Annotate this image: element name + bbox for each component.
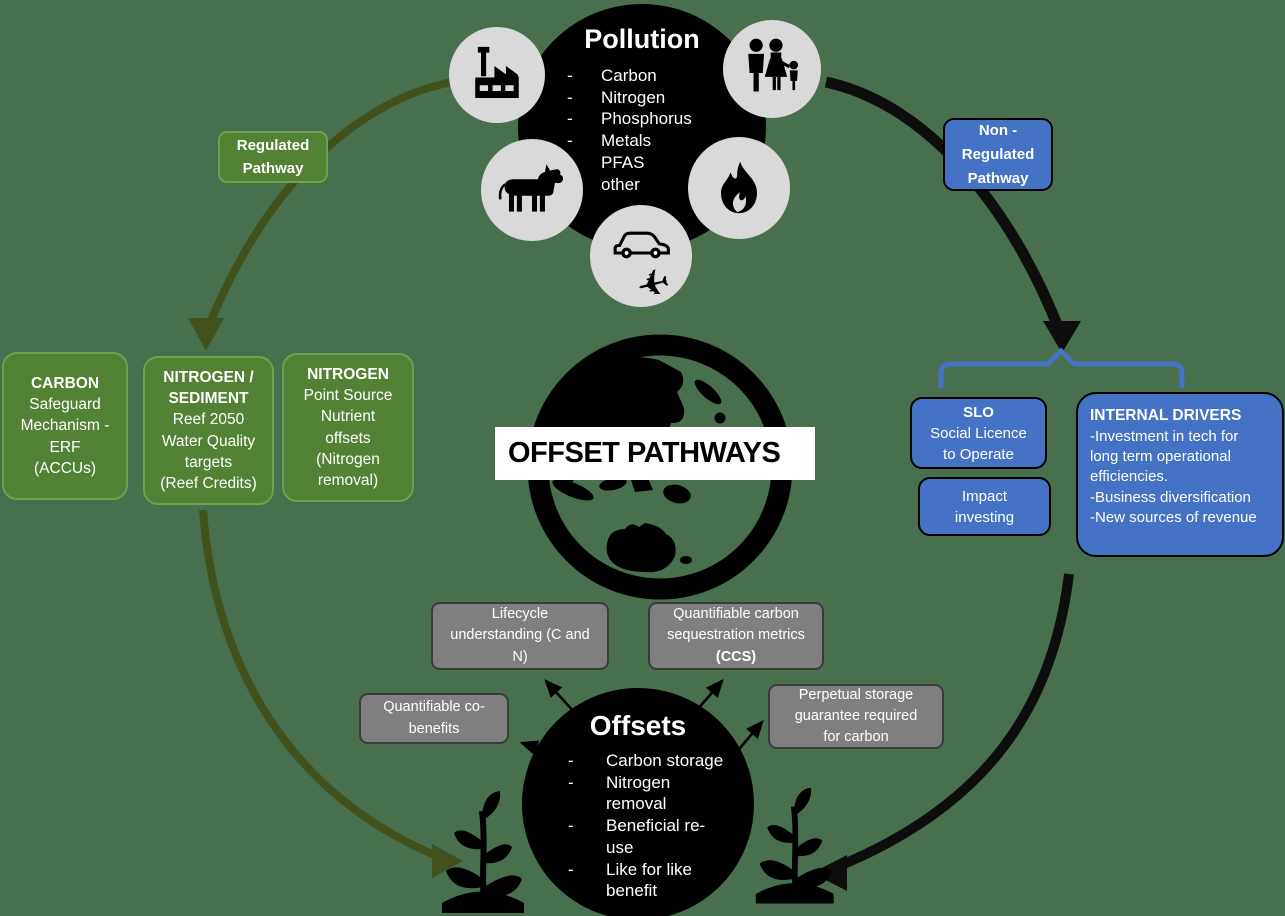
driver-line: -New sources of revenue	[1090, 508, 1257, 526]
list-item: other	[601, 174, 640, 194]
nitrogen-point-source-box: NITROGEN Point Source Nutrient offsets (…	[282, 353, 414, 502]
box-title: NITROGEN / SEDIMENT	[163, 369, 254, 408]
pollution-list: - Carbon - Nitrogen - Phosphorus - Metal…	[518, 65, 766, 195]
box-title: NITROGEN	[307, 366, 389, 384]
box-body: Social Licence to Operate	[930, 424, 1027, 463]
car-plane-icon: ✈	[613, 231, 675, 294]
box-title: INTERNAL DRIVERS	[1090, 407, 1242, 424]
internal-drivers-box: INTERNAL DRIVERS -Investment in tech for…	[1076, 392, 1284, 557]
slo-box: SLO Social Licence to Operate	[910, 397, 1047, 469]
factory-source-circle	[449, 27, 545, 123]
box-body: Reef 2050 Water Quality targets (Reef Cr…	[160, 411, 257, 492]
perpetual-storage-box: Perpetual storage guarantee required for…	[768, 684, 944, 749]
box-body: Point Source Nutrient offsets (Nitrogen …	[303, 387, 393, 489]
list-item: - Carbon	[567, 66, 657, 85]
factory-icon	[475, 46, 519, 99]
offsets-circle: Offsets - Carbon storage - Nitrogen remo…	[522, 688, 754, 916]
list-item: - Like for like benefit	[568, 859, 692, 901]
list-item: - Nitrogen	[567, 87, 666, 107]
flame-icon	[721, 161, 757, 214]
list-item: - Phosphorus	[567, 109, 692, 129]
list-item: - Metals	[567, 131, 652, 151]
offsets-list: - Carbon storage - Nitrogen removal - Be…	[522, 750, 754, 902]
non-regulated-bracket	[938, 347, 1185, 389]
nitrogen-sediment-box: NITROGEN / SEDIMENT Reef 2050 Water Qual…	[143, 356, 274, 505]
family-icon	[748, 38, 799, 92]
lifecycle-understanding-box: Lifecycle understanding (C and N)	[431, 602, 609, 670]
pollution-title: Pollution	[584, 24, 700, 54]
box-body-bold: (CCS)	[715, 648, 757, 665]
regulated-pathway-badge: Regulated Pathway	[218, 131, 328, 183]
list-item: PFAS	[601, 152, 645, 172]
non-regulated-pathway-badge: Non - Regulated Pathway	[943, 118, 1053, 191]
impact-investing-box: Impact investing	[918, 477, 1051, 536]
cow-source-circle	[481, 139, 583, 241]
cow-icon	[498, 164, 564, 212]
seedling-icon	[756, 788, 834, 904]
driver-line: -Investment in tech for long term operat…	[1090, 427, 1239, 486]
box-body: Quantifiable carbon sequestration metric…	[667, 606, 805, 644]
transport-source-circle: ✈	[590, 205, 692, 307]
carbon-sequestration-metrics-box: Quantifiable carbon sequestration metric…	[648, 602, 824, 670]
list-item: - Beneficial re- use	[568, 816, 706, 857]
box-title: SLO	[963, 403, 994, 421]
driver-line: -Business diversification	[1090, 488, 1251, 506]
list-item: - Carbon storage	[568, 751, 724, 770]
quantifiable-cobenefits-box: Quantifiable co- benefits	[359, 693, 509, 744]
carbon-mechanism-box: CARBON Safeguard Mechanism - ERF (ACCUs)	[2, 352, 128, 500]
box-title: CARBON	[30, 375, 100, 393]
seedling-icon	[442, 791, 524, 913]
list-item: - Nitrogen removal	[568, 772, 671, 814]
offset-pathways-banner: OFFSET PATHWAYS	[495, 427, 815, 480]
box-body: Safeguard Mechanism - ERF (ACCUs)	[20, 396, 110, 477]
family-source-circle	[723, 20, 821, 118]
offsets-title: Offsets	[589, 710, 687, 741]
flame-source-circle	[688, 137, 790, 239]
svg-text:✈: ✈	[632, 259, 675, 294]
